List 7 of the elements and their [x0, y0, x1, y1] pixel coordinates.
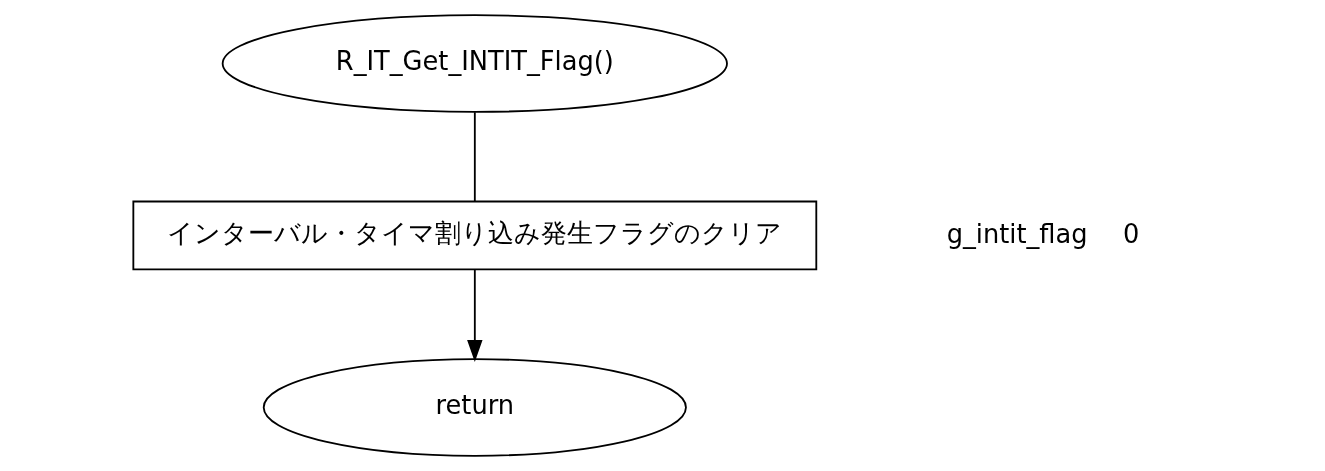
node-ellipse: return: [262, 358, 687, 457]
node-ellipse: R_IT_Get_INTIT_Flag(): [221, 14, 728, 113]
node-label: 0: [1122, 219, 1139, 250]
node-label: g_intit_flag: [946, 219, 1088, 250]
arrow: [466, 268, 483, 363]
node-box: インターバル・タイマ割り込み発生フラグのクリア: [131, 200, 817, 271]
connector: [473, 111, 476, 203]
